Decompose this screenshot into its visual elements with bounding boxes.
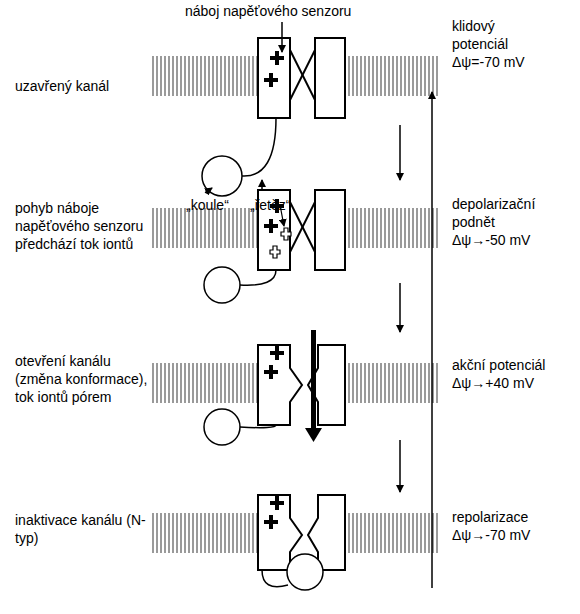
caption-text: „koule“	[186, 196, 246, 214]
ball-and-chain	[202, 118, 276, 196]
caption-text: depolarizační podnět Δψ→-50 mV	[452, 195, 552, 249]
ball-and-chain	[262, 554, 323, 590]
caption-text: „řetěz“	[250, 196, 310, 214]
caption-text: repolarizace Δψ→-70 mV	[452, 508, 552, 544]
ion-flow-arrow	[305, 330, 322, 442]
sensor-charge	[264, 346, 284, 379]
leader-arrow	[281, 22, 283, 52]
caption-text: uzavřený kanál	[15, 77, 160, 95]
sensor-charge	[264, 496, 284, 529]
caption-text: inaktivace kanálu (N-typ)	[15, 511, 160, 547]
membrane	[150, 56, 440, 553]
caption-text: pohyb náboje napěťového senzoru předcház…	[15, 199, 160, 253]
ball-and-chain	[204, 409, 276, 445]
sensor-charge	[264, 51, 284, 87]
closed-channel	[258, 38, 345, 118]
cycle-arrow	[400, 92, 432, 588]
caption-text: klidový potenciál Δψ=-70 mV	[452, 17, 552, 71]
caption-text: náboj napěťového senzoru	[185, 2, 385, 20]
caption-text: otevření kanálu (změna konformace), tok …	[15, 352, 160, 406]
open-channel	[258, 345, 345, 425]
caption-text: akční potenciál Δψ→+40 mV	[452, 356, 552, 392]
ball-and-chain	[204, 267, 276, 303]
